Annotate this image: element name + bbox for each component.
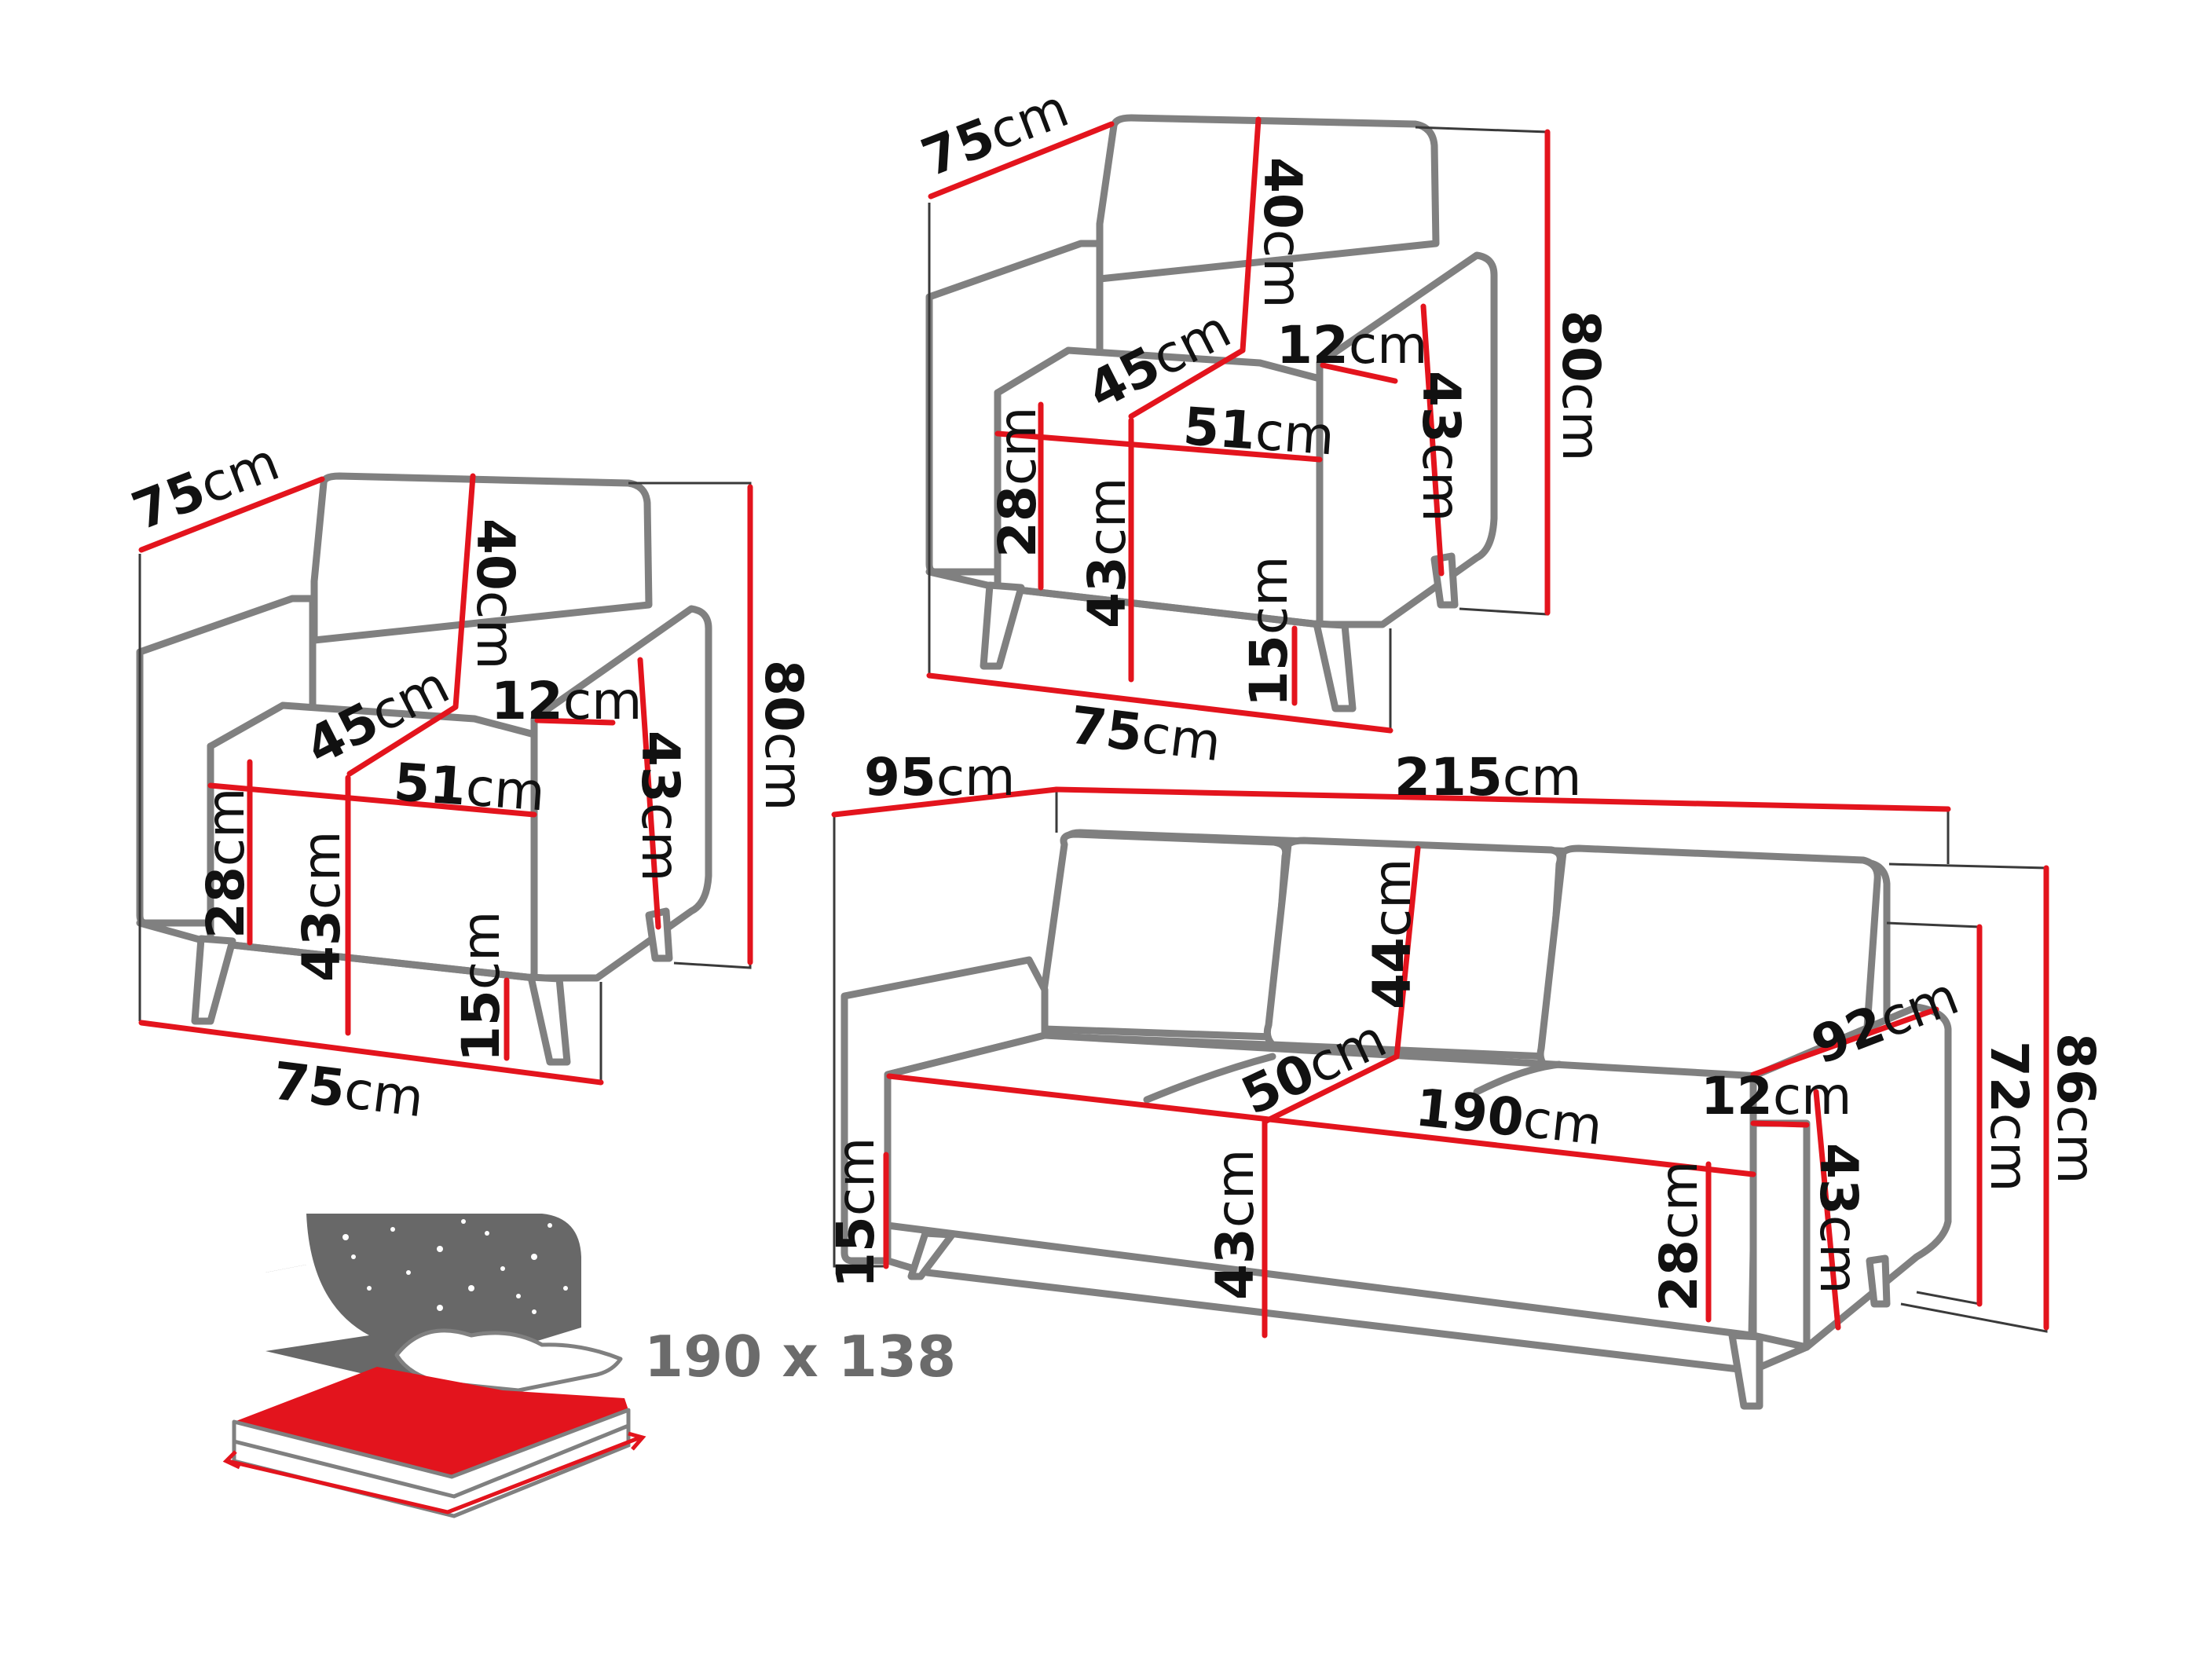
armchair-left-arm-width-label: 12cm bbox=[491, 671, 642, 731]
sofa-cushion-right bbox=[1536, 844, 1881, 1088]
armchair-left-width-label: 75cm bbox=[269, 1050, 427, 1129]
armchair-left-arm-height-line bbox=[637, 657, 661, 930]
sofa-leg-front-left bbox=[907, 1229, 956, 1280]
sofa-back-height-line bbox=[1393, 845, 1421, 1060]
armchair-left-seat-width-label: 51cm bbox=[392, 752, 547, 822]
armchair-right-arm-height-line bbox=[1420, 303, 1445, 577]
armchair-right-arm-width-label: 12cm bbox=[1276, 315, 1427, 375]
armchair-left-back-height-label: 40cm bbox=[465, 518, 526, 669]
mattress-icon bbox=[234, 1367, 628, 1477]
armchair-right-arm-width-line bbox=[1320, 362, 1398, 384]
armchair-right-depth-line bbox=[928, 121, 1115, 200]
armchair-right: 75cm 40cm 80cm 12cm 45cm 51cm 43cm 28cm … bbox=[914, 78, 1611, 773]
armchair-right-leg-front-left bbox=[980, 581, 1025, 670]
bed-icon: 190 x 138 bbox=[222, 1214, 956, 1518]
sofa-leg-height-label: 15cm bbox=[826, 1137, 886, 1288]
sofa-seat-depth-line bbox=[1262, 1053, 1400, 1125]
armchair-left: 75cm 40cm 80cm 12cm 45cm 51cm 43cm 28cm … bbox=[124, 431, 814, 1129]
sofa-seat-height-label: 43cm bbox=[1205, 1149, 1265, 1300]
sofa-leg-front-right bbox=[1728, 1331, 1763, 1410]
armchair-right-front-height-label: 28cm bbox=[987, 407, 1048, 558]
armchair-left-arm-height-label: 43cm bbox=[630, 731, 690, 881]
armchair-right-width-line bbox=[926, 672, 1393, 734]
sofa-arm-height-line bbox=[1813, 1089, 1841, 1331]
double-arrow-icon bbox=[222, 1431, 646, 1514]
armchair-left-right-arm bbox=[530, 605, 712, 982]
armchair-right-arm-height-label: 43cm bbox=[1411, 371, 1471, 522]
sofa: 95cm 215cm 44cm 92cm 50cm 190cm 12cm 72c… bbox=[826, 747, 2106, 1410]
armchair-left-seat-depth-line bbox=[346, 704, 459, 777]
armchair-right-leg-height-label: 15cm bbox=[1239, 556, 1299, 707]
sofa-front-height-label: 28cm bbox=[1649, 1161, 1709, 1312]
bed-size-label: 190 x 138 bbox=[644, 1324, 956, 1390]
sofa-total-height-label: 86cm bbox=[2045, 1033, 2106, 1184]
sofa-height-back-label: 72cm bbox=[1979, 1041, 2039, 1192]
sofa-arm-width-label: 12cm bbox=[1701, 1066, 1851, 1126]
sofa-depth-line bbox=[831, 786, 1060, 818]
armchair-right-leg-front-right bbox=[1313, 620, 1357, 712]
sofa-left-arm bbox=[840, 956, 1049, 1265]
sofa-arm-height-label: 43cm bbox=[1808, 1143, 1869, 1294]
sofa-seat-width-line bbox=[886, 1073, 1756, 1177]
armchair-left-leg-height-label: 15cm bbox=[451, 911, 511, 1062]
sofa-cushion-left bbox=[1035, 830, 1290, 1041]
armchair-left-arm-width-line bbox=[534, 717, 616, 726]
armchair-right-seat-width-label: 51cm bbox=[1181, 396, 1336, 467]
armchair-right-back bbox=[1096, 114, 1440, 283]
armchair-right-leg-back-right bbox=[1430, 552, 1459, 609]
armchair-right-total-height-label: 80cm bbox=[1551, 310, 1611, 461]
armchair-right-back-height-line bbox=[1240, 116, 1262, 353]
sofa-arm-depth-line bbox=[1750, 1006, 1939, 1078]
armchair-right-back-height-label: 40cm bbox=[1252, 157, 1313, 308]
sofa-depth-label: 95cm bbox=[864, 747, 1015, 808]
armchair-left-depth-line bbox=[138, 476, 325, 553]
armchair-left-leg-back-right bbox=[645, 907, 673, 962]
armchair-left-seat-width-line bbox=[207, 782, 537, 818]
armchair-left-back-height-line bbox=[452, 473, 476, 710]
armchair-right-right-arm bbox=[1316, 251, 1498, 628]
armchair-right-seat-width-line bbox=[994, 430, 1323, 463]
sofa-width-line bbox=[1053, 786, 1951, 812]
armchair-right-seat-height-label: 43cm bbox=[1077, 478, 1137, 628]
armchair-left-front-height-label: 28cm bbox=[196, 788, 256, 939]
sofa-leg-back-right bbox=[1866, 1254, 1891, 1308]
armchair-left-total-height-label: 80cm bbox=[753, 660, 814, 811]
sofa-width-label: 215cm bbox=[1394, 747, 1581, 808]
armchair-right-seat-depth-line bbox=[1128, 347, 1246, 419]
armchair-left-width-line bbox=[138, 1020, 604, 1086]
sofa-back-height-label: 44cm bbox=[1362, 859, 1423, 1009]
armchair-right-width-label: 75cm bbox=[1067, 694, 1224, 773]
sofa-seat-width-label: 190cm bbox=[1412, 1077, 1605, 1156]
armchair-left-leg-front-left bbox=[191, 935, 236, 1025]
armchair-left-seat-height-label: 43cm bbox=[291, 831, 352, 982]
sofa-arm-width-line bbox=[1750, 1120, 1810, 1128]
armchair-left-leg-front-right bbox=[527, 973, 571, 1066]
